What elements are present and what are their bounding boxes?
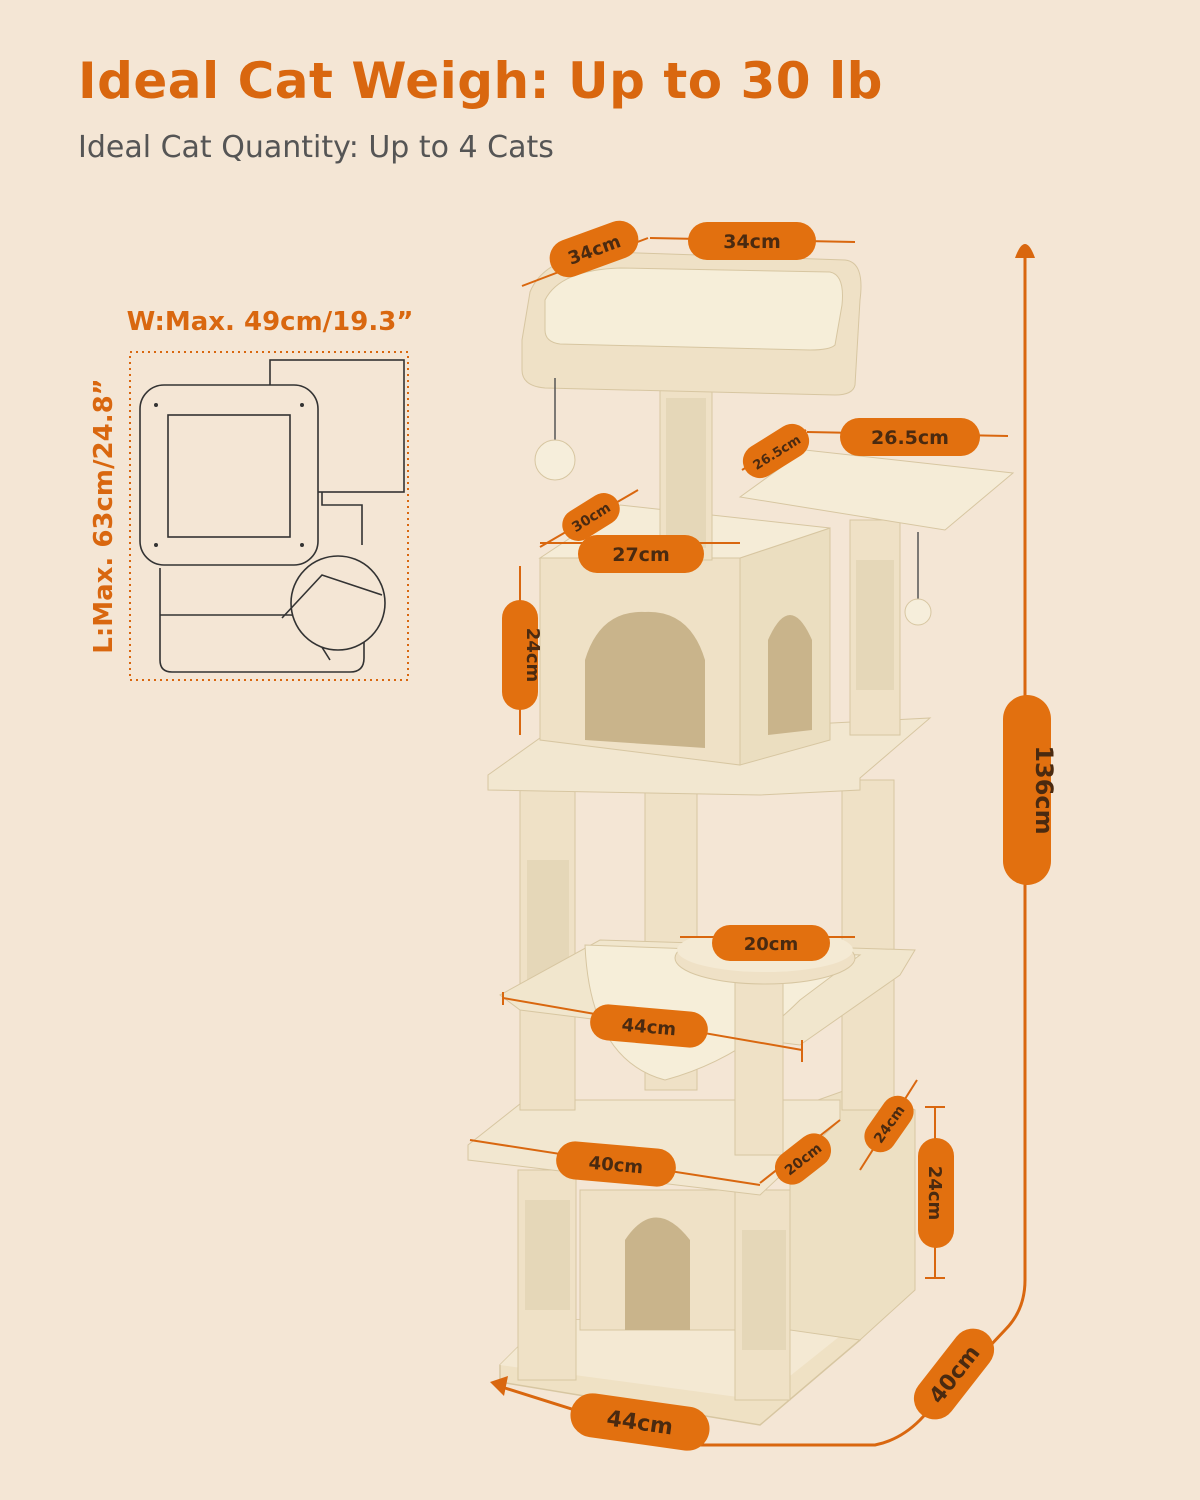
side-platform-sisal bbox=[856, 560, 894, 690]
footprint-width-label: W:Max. 49cm/19.3” bbox=[127, 307, 414, 337]
label-condo-width: 27cm bbox=[578, 535, 704, 573]
label-total-height: 136cm bbox=[1003, 695, 1058, 885]
lower-left-sisal bbox=[525, 1200, 570, 1310]
dimension-arrowheads bbox=[490, 244, 1035, 1396]
label-base-condo-height: 24cm bbox=[918, 1138, 954, 1248]
label-round-pad: 20cm bbox=[712, 925, 830, 961]
svg-text:24cm: 24cm bbox=[924, 1166, 945, 1220]
cat-tree-body bbox=[467, 251, 1015, 1426]
svg-text:44cm: 44cm bbox=[621, 1015, 677, 1041]
upper-condo-opening bbox=[585, 611, 705, 748]
headline-weight: Ideal Cat Weigh: Up to 30 lb bbox=[78, 52, 883, 110]
label-base-depth: 40cm bbox=[913, 1328, 995, 1420]
label-top-perch-width: 34cm bbox=[688, 222, 816, 260]
svg-text:40cm: 40cm bbox=[588, 1153, 644, 1179]
base-condo-opening bbox=[625, 1217, 690, 1330]
label-side-platform-width: 26.5cm bbox=[840, 418, 980, 456]
svg-text:34cm: 34cm bbox=[723, 231, 781, 253]
round-pad-post bbox=[734, 974, 784, 1156]
upper-condo-side-opening bbox=[768, 615, 812, 735]
label-base-width: 44cm bbox=[570, 1393, 710, 1451]
footprint-outline bbox=[139, 359, 405, 673]
subheadline-quantity: Ideal Cat Quantity: Up to 4 Cats bbox=[78, 130, 554, 165]
footprint-length-label: L:Max. 63cm/24.8” bbox=[89, 378, 119, 654]
lower-right-sisal bbox=[742, 1230, 786, 1350]
label-top-perch-depth: 34cm bbox=[549, 220, 639, 278]
top-perch-cushion bbox=[544, 267, 843, 351]
footprint-screw-dots bbox=[154, 403, 304, 547]
footprint-diagram: W:Max. 49cm/19.3” L:Max. 63cm/24.8” bbox=[89, 307, 414, 681]
side-toy-ball bbox=[904, 598, 932, 626]
label-lower-platform-width: 40cm bbox=[556, 1141, 676, 1187]
footprint-bounding-box bbox=[129, 351, 409, 681]
svg-text:24cm: 24cm bbox=[522, 628, 543, 682]
svg-text:27cm: 27cm bbox=[612, 544, 670, 566]
top-toy-ball bbox=[534, 439, 576, 481]
label-condo-height: 24cm bbox=[502, 600, 543, 710]
label-basket-width: 44cm bbox=[590, 1004, 708, 1048]
svg-text:26.5cm: 26.5cm bbox=[871, 427, 949, 449]
top-post-sisal bbox=[666, 398, 706, 548]
svg-text:136cm: 136cm bbox=[1030, 745, 1058, 834]
svg-text:20cm: 20cm bbox=[744, 934, 798, 955]
dimension-pills: 34cm 34cm 26.5cm 26.5cm 30cm 27cm bbox=[502, 220, 1058, 1451]
